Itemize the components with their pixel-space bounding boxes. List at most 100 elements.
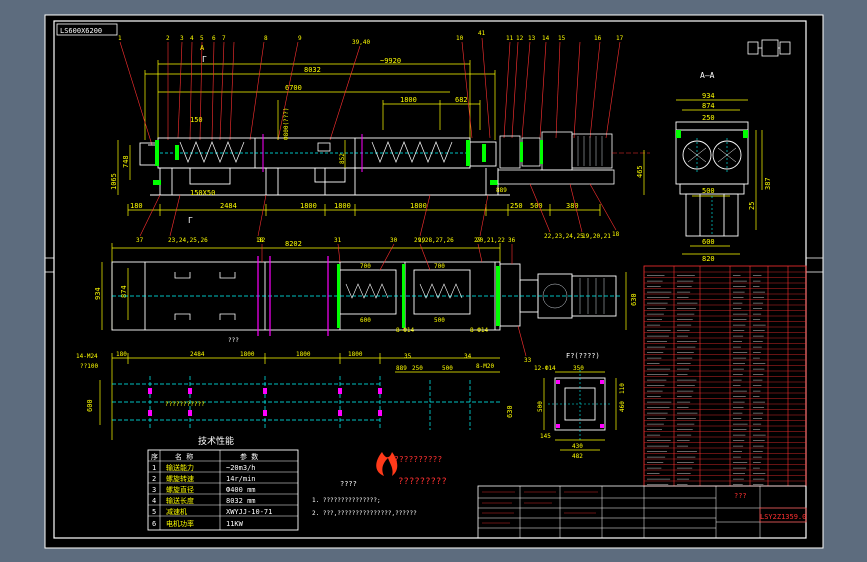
plan-callout-34: 34	[464, 353, 472, 360]
callout-18-a: 18	[256, 237, 264, 244]
tech-row-value-4: 8032 mm	[226, 497, 256, 505]
company-logo	[376, 452, 398, 476]
callout-7: 7	[222, 35, 226, 42]
orientation-icon	[747, 39, 791, 57]
section-mark-a-top: A	[200, 44, 205, 52]
found-dim-600: 600	[86, 399, 94, 412]
plan-dim-8phi14-b: 8-Ф14	[470, 327, 488, 334]
callout-6: 6	[212, 35, 216, 42]
zone-marks	[45, 257, 823, 273]
callout-16: 16	[594, 35, 602, 42]
plan-callout-29-26: 29,28,27,26	[414, 237, 454, 244]
section-aa-view: A—A	[675, 71, 772, 263]
found-dim-1800-a: 1800	[240, 351, 255, 358]
elevation-view: ~9920 8032 6700 1800 682	[110, 30, 650, 244]
aa-dim-600: 600	[702, 238, 715, 246]
plan-dim-8202: 8202	[285, 240, 302, 248]
tech-row-no-6: 6	[152, 520, 156, 528]
callout-4: 4	[190, 35, 194, 42]
dim-682: 682	[455, 96, 468, 104]
aa-dim-874: 874	[702, 102, 715, 110]
tech-header-name: 名 称	[175, 452, 193, 461]
tech-row-name-5: 减速机	[166, 507, 187, 516]
fv-dim-145: 145	[540, 433, 551, 440]
callout-12: 12	[516, 35, 524, 42]
plan-callout-33: 33	[524, 357, 532, 364]
f-view: F?(????) 350 12-Ф14 145 430 482	[534, 352, 626, 460]
fv-dim-430: 430	[572, 443, 583, 450]
fv-dim-12phi14: 12-Ф14	[534, 365, 556, 372]
aa-dim-934: 934	[702, 92, 715, 100]
found-dim-2484: 2484	[190, 351, 205, 358]
callout-19: 19	[418, 237, 426, 244]
tech-row-no-5: 5	[152, 508, 156, 516]
company-banner: ??????????	[394, 455, 442, 464]
tech-row-value-5: XWYJJ-10-71	[226, 508, 272, 516]
dim-foot-180: 180	[130, 202, 143, 210]
dim-bay-1800-c: 1800	[410, 202, 427, 210]
tech-row-value-6: 11KW	[226, 520, 244, 528]
company-stamp: ?????????	[398, 477, 447, 487]
fv-dim-350: 350	[573, 365, 584, 372]
dim-width-150: 150	[190, 116, 203, 124]
plan-caption: ???	[228, 337, 239, 344]
tech-row-no-3: 3	[152, 486, 156, 494]
dim-bay-2484: 2484	[220, 202, 237, 210]
callout-17: 17	[616, 35, 624, 42]
tech-row-name-4: 输送长度	[166, 496, 194, 505]
plan-dim-700-b: 700	[434, 263, 445, 270]
title-drawing-number: LSY2Z1359.0	[760, 513, 806, 521]
tech-row-name-6: 电机功率	[166, 519, 194, 528]
tech-header-value: 参 数	[240, 452, 258, 461]
fv-dim-482: 482	[572, 453, 583, 460]
plan-view: 8202 934 874 630	[94, 237, 638, 364]
plan-callout-32: 32	[258, 237, 266, 244]
section-aa-label: A—A	[700, 71, 715, 80]
plan-dim-600: 600	[360, 317, 371, 324]
section-mark-gamma-top: Г	[202, 55, 207, 64]
found-dim-8m20: 8-M20	[476, 363, 494, 370]
plan-callout-31: 31	[334, 237, 342, 244]
plan-dim-874: 874	[120, 285, 128, 298]
dim-6700: 6700	[285, 84, 302, 92]
callout-5: 5	[200, 35, 204, 42]
found-dim-250: 250	[412, 365, 423, 372]
fv-dim-500: 500	[537, 401, 544, 412]
foundation-view: 14-M24 ??100 180 2484 1800 1800 1800 889…	[76, 351, 514, 440]
callout-19-21: 19,20,21	[582, 233, 611, 240]
dim-motor-889: 889	[496, 187, 507, 194]
tech-table: 技术性能 序 名 称 参 数 1 输送能力 ~20m3/h 2 螺旋转速 14r…	[147, 435, 299, 531]
callout-20-22: 20,21,22	[476, 237, 505, 244]
tech-row-value-1: ~20m3/h	[226, 464, 256, 472]
callout-22-25: 22,23,24,25	[544, 233, 584, 240]
callout-14: 14	[542, 35, 550, 42]
dim-height-1065: 1065	[110, 173, 118, 190]
drawing-code-box	[56, 23, 118, 36]
tech-row-no-1: 1	[152, 464, 156, 472]
tech-row-name-3: 螺旋直径	[166, 485, 194, 494]
notes-title: ????	[340, 480, 357, 488]
drawing-code-stamp: LS600X6200	[60, 27, 102, 35]
dim-8032: 8032	[304, 66, 321, 74]
tech-row-no-2: 2	[152, 475, 156, 483]
aa-dim-250: 250	[702, 114, 715, 122]
found-dim-1800-c: 1800	[348, 351, 363, 358]
dim-height-852: 852	[339, 153, 346, 164]
tech-row-value-2: 14r/min	[226, 475, 256, 483]
foundation-note: ???????????	[165, 401, 205, 408]
title-drawing-name: ???	[734, 492, 747, 500]
callout-2: 2	[166, 35, 170, 42]
f-view-label: F?(????)	[566, 352, 600, 360]
aa-dim-500: 500	[702, 187, 715, 195]
fv-dim-460: 460	[619, 401, 626, 412]
tech-header-no: 序	[151, 452, 158, 461]
callout-10: 10	[456, 35, 464, 42]
found-dim-180: 180	[116, 351, 127, 358]
callout-41: 41	[478, 30, 486, 37]
callout-18-b: 18	[612, 231, 620, 238]
aa-dim-387: 387	[764, 177, 772, 190]
dim-base-380: 380	[566, 202, 579, 210]
callout-39-40: 39,40	[352, 39, 370, 46]
plan-dim-8phi14-a: 8-Ф14	[396, 327, 414, 334]
